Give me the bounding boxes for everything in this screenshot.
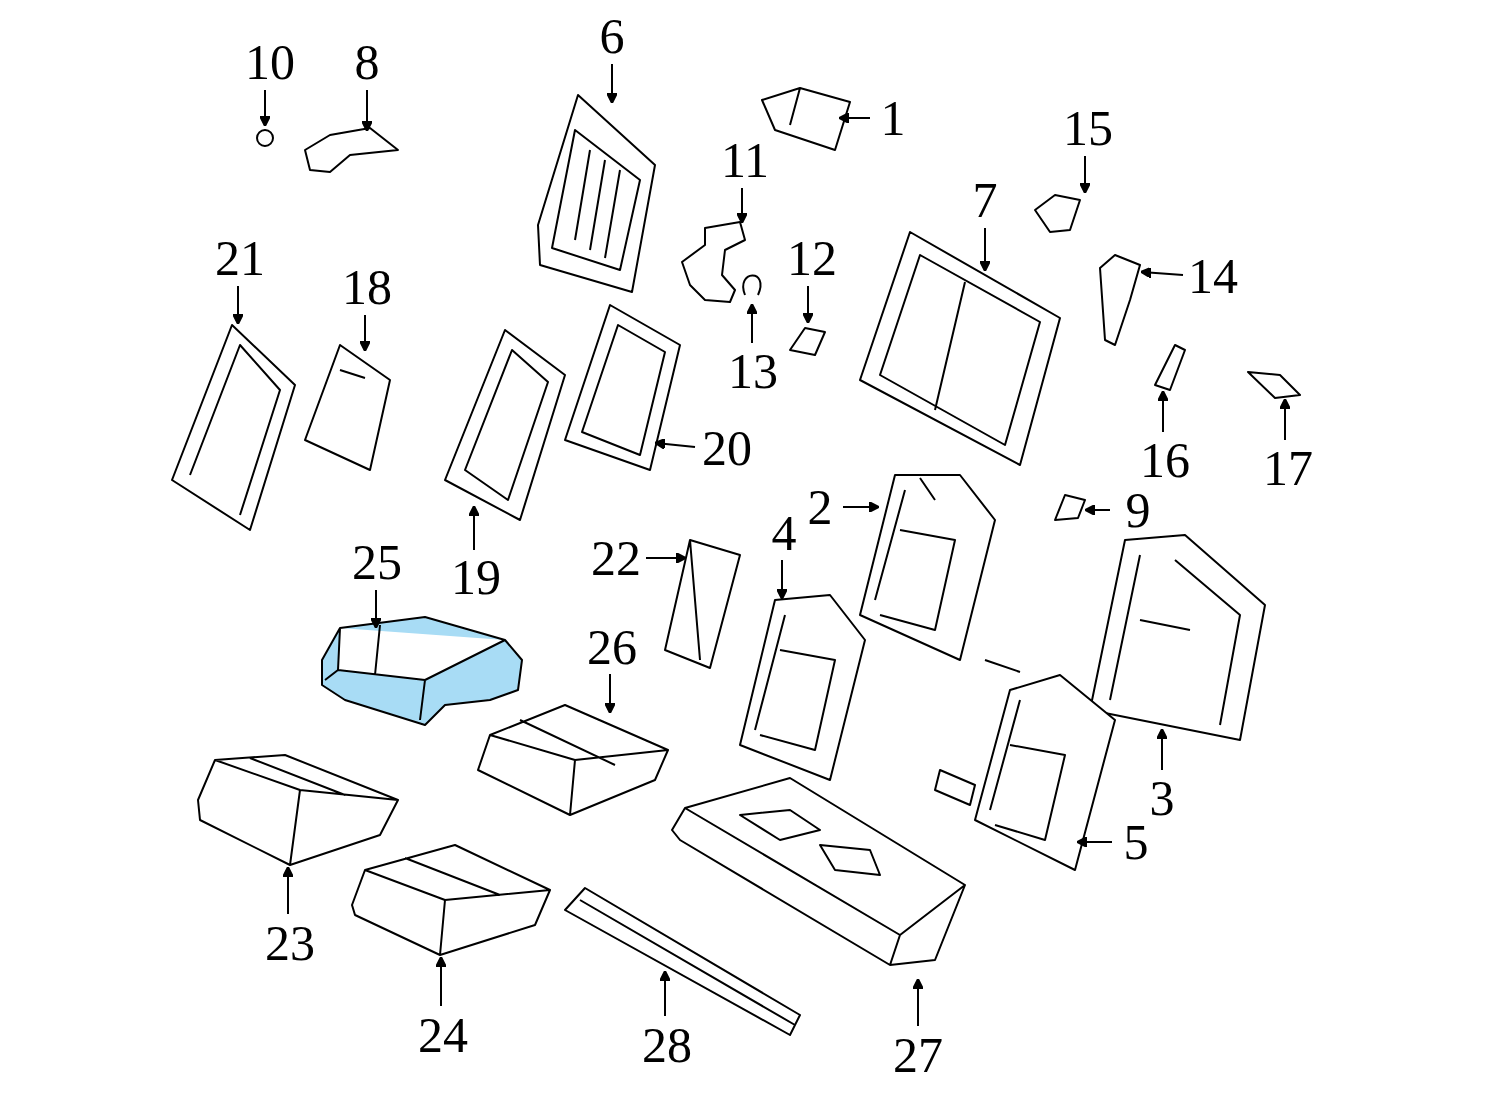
callout-number: 11 xyxy=(721,135,769,185)
callout-number: 13 xyxy=(728,346,778,396)
leader-line xyxy=(237,286,239,323)
callout-number: 12 xyxy=(787,233,837,283)
armrest xyxy=(665,540,740,668)
leader-line xyxy=(287,868,289,914)
leader-line xyxy=(473,507,475,550)
leader-line xyxy=(364,315,366,350)
panel xyxy=(305,345,390,470)
callout-number: 18 xyxy=(342,262,392,312)
bracket xyxy=(682,222,745,302)
leader-line xyxy=(375,590,377,627)
callout-number: 14 xyxy=(1188,251,1238,301)
callout-number: 6 xyxy=(600,11,625,61)
callout-number: 27 xyxy=(893,1030,943,1080)
frame xyxy=(565,305,680,470)
callout-number: 15 xyxy=(1063,103,1113,153)
leader-line xyxy=(1086,509,1110,511)
leader-line xyxy=(264,90,266,125)
leader-line xyxy=(1084,156,1086,192)
callout-number: 16 xyxy=(1140,435,1190,485)
callout-number: 5 xyxy=(1124,817,1149,867)
callout-number: 21 xyxy=(215,233,265,283)
panel xyxy=(172,325,295,530)
clip xyxy=(257,130,273,146)
leader-line xyxy=(664,972,666,1016)
seat-cushion xyxy=(352,845,550,955)
callout-number: 2 xyxy=(808,482,833,532)
cover xyxy=(1035,195,1080,232)
callout-number: 25 xyxy=(352,537,402,587)
leader-line xyxy=(656,443,695,447)
seat-cushion xyxy=(322,617,522,725)
leader-line xyxy=(843,506,878,508)
leader-line xyxy=(984,228,986,270)
callout-number: 4 xyxy=(772,508,797,558)
callout-number: 22 xyxy=(591,533,641,583)
leader-line xyxy=(646,557,685,559)
seatback xyxy=(1090,535,1265,740)
leader-line xyxy=(1078,841,1112,843)
leader-line xyxy=(1284,400,1286,440)
latch xyxy=(790,328,825,355)
bracket xyxy=(1155,345,1185,390)
leader-line xyxy=(611,64,613,102)
leader-line xyxy=(840,117,870,119)
loop xyxy=(743,275,760,295)
callout-number: 23 xyxy=(265,918,315,968)
callout-number: 3 xyxy=(1150,773,1175,823)
leader-line xyxy=(1162,392,1164,432)
callout-number: 7 xyxy=(973,175,998,225)
bracket xyxy=(1248,372,1300,398)
backrest-frame xyxy=(860,232,1060,465)
callout-number: 8 xyxy=(355,37,380,87)
seat-parts xyxy=(172,88,1300,1035)
leader-line xyxy=(440,958,442,1006)
seat-cushion xyxy=(198,755,398,865)
callout-number: 9 xyxy=(1126,485,1151,535)
seatback xyxy=(935,660,1115,870)
seatback xyxy=(860,475,995,660)
seat-cushion xyxy=(478,705,668,815)
callout-number: 28 xyxy=(642,1020,692,1070)
clip xyxy=(305,128,398,172)
callout-number: 10 xyxy=(245,37,295,87)
rail xyxy=(565,888,800,1035)
leader-line xyxy=(781,560,783,598)
leader-line xyxy=(807,286,809,322)
leader-line xyxy=(366,90,368,130)
callout-number: 24 xyxy=(418,1010,468,1060)
bracket xyxy=(1100,255,1140,345)
leader-line xyxy=(917,980,919,1026)
leader-line xyxy=(1161,730,1163,770)
armrest-cover xyxy=(762,88,850,150)
leader-lines xyxy=(238,64,1285,1026)
callout-number: 20 xyxy=(702,423,752,473)
callout-number: 26 xyxy=(587,622,637,672)
leader-line xyxy=(741,188,743,222)
leader-line xyxy=(1142,272,1183,275)
frame xyxy=(445,330,565,520)
leader-line xyxy=(609,674,611,712)
seat-pan xyxy=(672,778,965,965)
guide xyxy=(1055,495,1085,520)
callout-number: 19 xyxy=(451,552,501,602)
backrest-frame xyxy=(538,95,655,292)
callout-number: 17 xyxy=(1263,443,1313,493)
seatback xyxy=(740,595,865,780)
callout-number: 1 xyxy=(881,93,906,143)
leader-line xyxy=(751,305,753,343)
